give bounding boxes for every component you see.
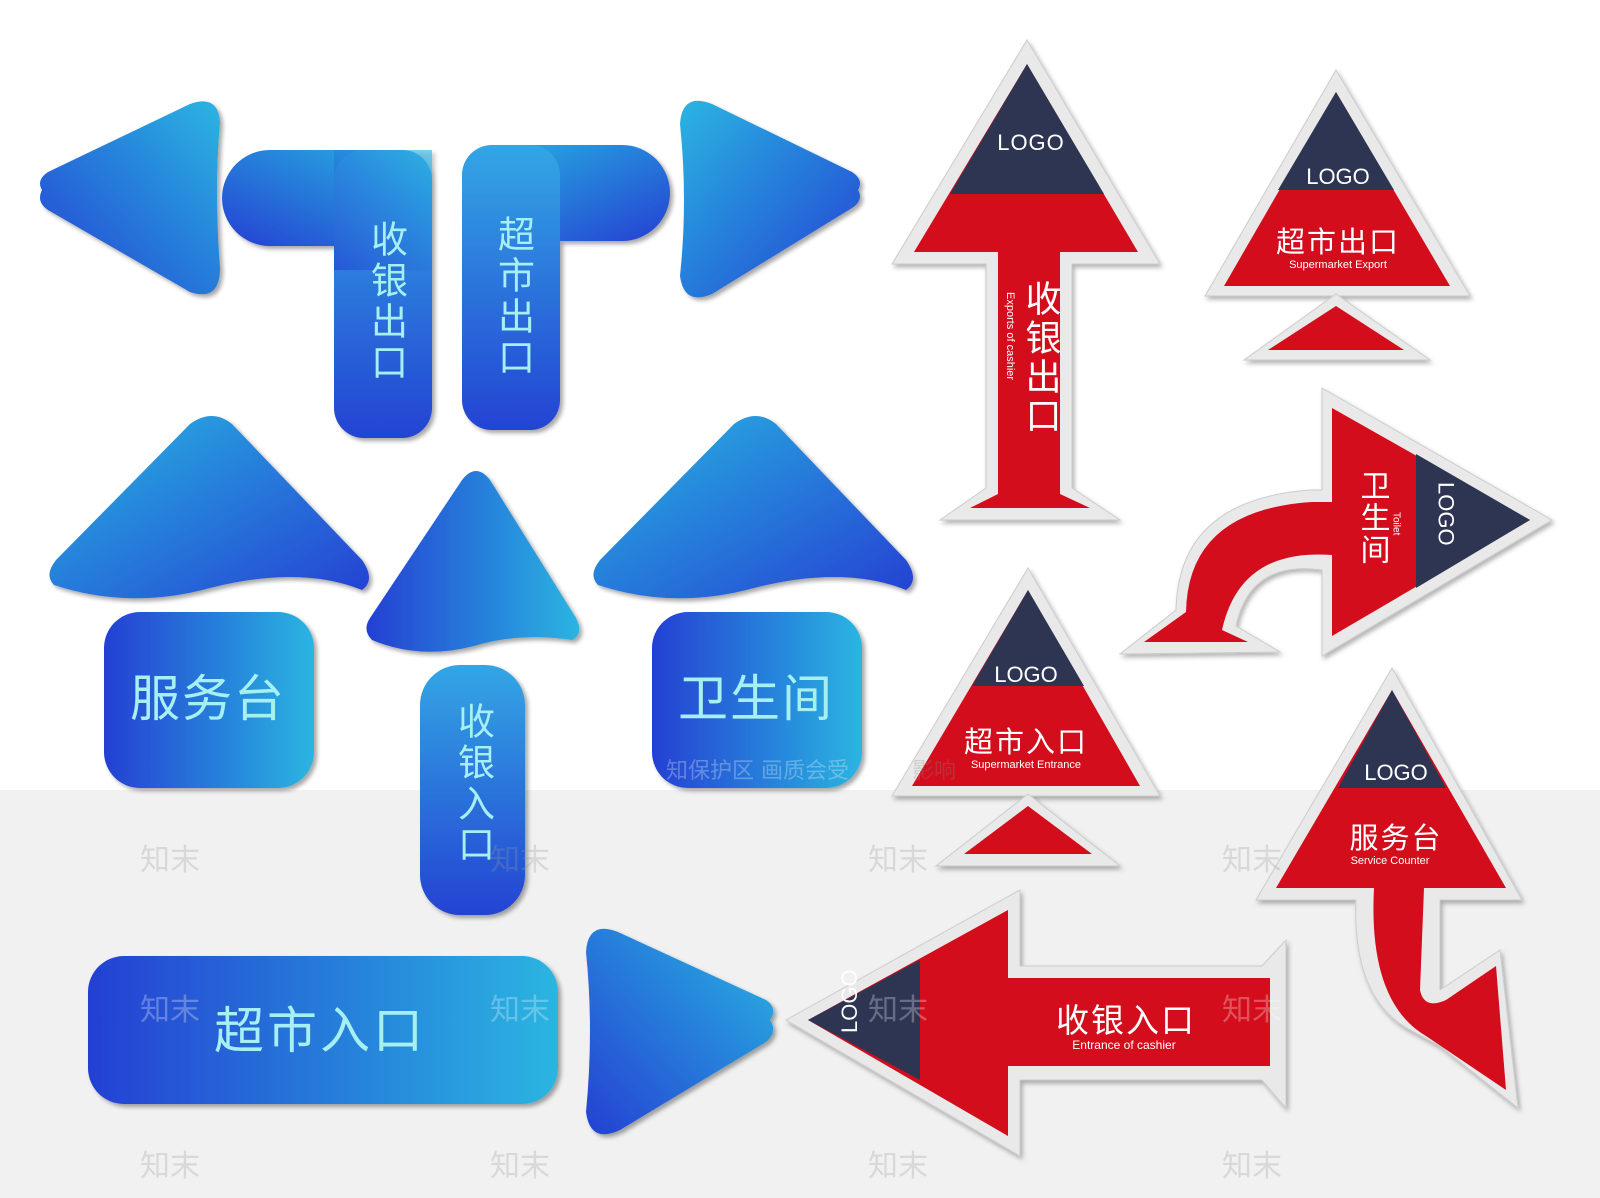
blue-up-arrowhead-right [593, 416, 913, 599]
red-sign-toilet [1118, 387, 1553, 657]
blue-restroom-text: 卫生间 [678, 670, 834, 728]
blue-left-arrowhead [40, 101, 220, 295]
red-cashier-entrance-en: Entrance of cashier [1072, 1038, 1175, 1052]
blue-supermarket-exit-text: 超市出口 [492, 215, 536, 379]
blue-sign-supermarket-exit [462, 145, 670, 430]
watermark-notice: 知保护区 画质会受 [666, 759, 849, 784]
red-supermarket-entrance-logo: LOGO [994, 662, 1058, 687]
watermark-brand: 知末 [140, 1149, 200, 1184]
watermark-brand: 知末 [868, 843, 928, 878]
watermark-brand: 知末 [490, 1149, 550, 1184]
red-service-counter-logo: LOGO [1364, 760, 1428, 785]
blue-sign-restroom [652, 612, 862, 788]
red-cashier-entrance-cn: 收银入口 [1056, 1001, 1196, 1040]
blue-up-arrowhead-left [49, 416, 370, 599]
blue-cashier-entrance-text: 收银入口 [452, 702, 495, 866]
watermark-brand: 知末 [490, 993, 550, 1028]
watermark-brand: 知末 [1222, 843, 1282, 878]
red-sign-supermarket-entrance [891, 567, 1161, 867]
blue-right-arrowhead-bottom [586, 928, 774, 1135]
red-supermarket-exit-logo: LOGO [1306, 164, 1370, 189]
red-toilet-cn: 卫生间 [1355, 470, 1390, 566]
red-supermarket-entrance-en: Supermarket Entrance [971, 759, 1081, 771]
watermark-notice-end: 影响 [912, 759, 956, 784]
blue-sign-group: 收银出口 超市出口 服务台 收银入口 卫生间 超市入口 [40, 100, 913, 1135]
red-supermarket-exit-cn: 超市出口 [1276, 225, 1400, 259]
red-sign-group: LOGO 收银出口 Exports of cashier LOGO 超市出口 S… [784, 39, 1553, 1157]
blue-sign-service-desk [104, 612, 314, 788]
blue-sign-supermarket-entrance [88, 956, 558, 1104]
red-cashier-exit-en: Exports of cashier [1004, 292, 1016, 380]
red-sign-service-counter [1255, 666, 1523, 1110]
watermark-brand: 知末 [1222, 1149, 1282, 1184]
red-service-counter-en: Service Counter [1351, 855, 1430, 867]
red-cashier-entrance-logo: LOGO [837, 969, 862, 1033]
red-sign-supermarket-exit [1204, 69, 1471, 361]
red-supermarket-exit-en: Supermarket Export [1289, 259, 1387, 271]
red-supermarket-entrance-cn: 超市入口 [964, 725, 1088, 759]
red-cashier-exit-logo: LOGO [997, 130, 1065, 155]
blue-supermarket-entrance-text: 超市入口 [214, 1002, 426, 1060]
red-sign-cashier-exit [891, 39, 1161, 521]
watermark-brand: 知末 [140, 993, 200, 1028]
blue-up-arrowhead-middle [366, 471, 580, 652]
red-cashier-exit-cn: 收银出口 [1020, 280, 1061, 436]
watermark-brand: 知末 [868, 1149, 928, 1184]
blue-right-arrowhead [680, 100, 860, 298]
watermark-brand: 知末 [1222, 993, 1282, 1028]
watermark-layer: 知保护区 画质会受 影响 知末 知末 知末 知末 知末 知末 知末 知末 知末 … [140, 759, 1282, 1184]
blue-service-desk-text: 服务台 [130, 670, 286, 728]
watermark-brand: 知末 [140, 843, 200, 878]
red-toilet-logo: LOGO [1434, 482, 1459, 546]
blue-cashier-exit-text: 收银出口 [365, 220, 408, 384]
red-toilet-en: Toilet [1391, 512, 1402, 536]
red-service-counter-cn: 服务台 [1349, 821, 1442, 855]
watermark-brand: 知末 [490, 843, 550, 878]
blue-sign-cashier-exit [222, 150, 432, 438]
red-sign-cashier-entrance [784, 889, 1287, 1157]
watermark-brand: 知末 [868, 993, 928, 1028]
blue-sign-cashier-entrance [420, 665, 525, 915]
